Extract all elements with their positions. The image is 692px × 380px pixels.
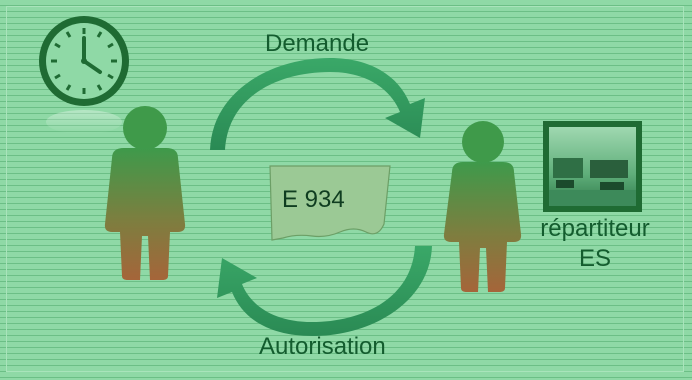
dispatcher-label: répartiteur (540, 215, 650, 242)
document-label: E 934 (282, 186, 345, 213)
dispatcher-label-line2: ES (578, 245, 611, 272)
control-room-photo (543, 121, 642, 212)
clock-icon (39, 16, 129, 134)
document-icon (269, 165, 391, 241)
curved-arrow-right-icon (210, 58, 425, 150)
diagram-frame (6, 6, 684, 372)
request-label: Demande (265, 30, 370, 57)
authorization-label: Autorisation (259, 333, 386, 360)
curved-arrow-left-icon (217, 246, 432, 336)
person-right-icon (443, 121, 522, 292)
person-left-icon (104, 106, 186, 280)
